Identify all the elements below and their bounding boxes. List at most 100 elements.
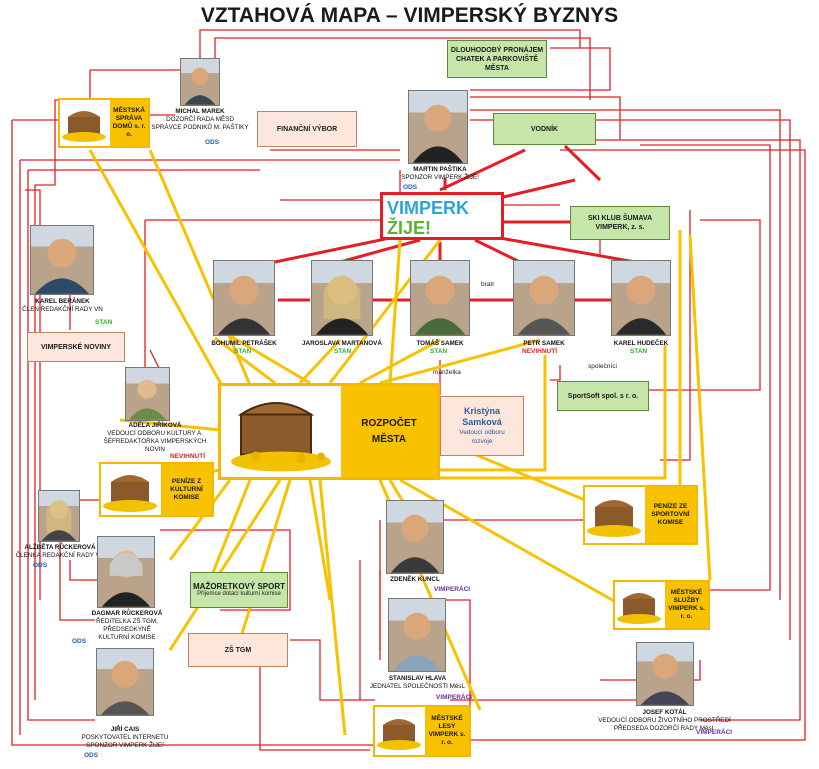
treasure-chest-icon (231, 402, 331, 472)
party-tag: ODS (84, 752, 99, 759)
label-karel-beranek: KAREL BERÁNEK ČLEN REDAKČNÍ RADY VN (15, 298, 110, 314)
person-name: BOHUMIL PETRÁŠEK (211, 340, 277, 347)
person-role: VEDOUCÍ ODBORU KULTURY A. (107, 430, 203, 437)
box-subtitle: Příjemce dotací kulturní komise (197, 591, 281, 597)
relation-spolecnici: společníci (588, 363, 617, 370)
box-caption: MĚSTSKÁ SPRÁVA DOMŮ s. r. o. (110, 100, 148, 146)
party-tag: VIMPERÁCI (434, 586, 471, 593)
vimperk-zije-logo: VIMPERK ŽIJE! (380, 192, 504, 240)
box-mestske-lesy: MĚSTSKÉ LESY VIMPERK s. r. o. (373, 705, 471, 757)
photo-karel-beranek (30, 225, 94, 295)
treasure-chest-icon (587, 500, 641, 537)
page-title: VZTAHOVÁ MAPA – VIMPERSKÝ BYZNYS (200, 4, 619, 27)
relation-manzelka: manželka (433, 369, 461, 376)
person-name: DAGMAR RŮCKEROVÁ (91, 610, 163, 617)
photo-jaroslava-martanova (311, 260, 373, 336)
treasure-chest-icon (103, 474, 157, 512)
treasure-chest-icon (617, 593, 661, 624)
logo-bottom-text: ŽIJE! (387, 217, 431, 237)
person-name: MICHAL MAREK (175, 108, 225, 115)
label-stanislav-hlava: STANISLAV HLAVA JEDNATEL SPOLEČNOSTI Měs… (360, 675, 475, 691)
person-name: MARTIN PAŠTIKA (413, 166, 467, 173)
photo-alzbeta-ruckerova (38, 490, 80, 542)
label-alzbeta-ruckerova: ALŽBĚTA RŮCKEROVÁ ČLENKA REDAKČNÍ RADY V… (15, 544, 105, 560)
box-caption: MĚSTSKÉ SLUŽBY VIMPERK s. r. o. (665, 582, 708, 628)
person-name: JAROSLAVA MARTANOVÁ (302, 340, 382, 347)
treasure-chest-icon (377, 719, 421, 750)
party-tag: NEVIHNUTÍ (170, 453, 206, 460)
party-tag: STAN (234, 348, 252, 355)
box-mestske-sluzby: MĚSTSKÉ SLUŽBY VIMPERK s. r. o. (613, 580, 710, 630)
box-title: MAŽORETKOVÝ SPORT (193, 582, 286, 591)
person-name: ADÉLA JIŘÍKOVÁ (128, 422, 182, 429)
label-josef-kotal: JOSEF KOTÁL VEDOUCÍ ODBORU ŽIVOTNÍHO PRO… (582, 709, 747, 733)
photo-josef-kotal (636, 642, 694, 706)
person-silhouette-icon (34, 238, 90, 294)
person-name: ALŽBĚTA RŮCKEROVÁ (24, 544, 96, 551)
person-silhouette-icon (392, 612, 442, 671)
label-tomas-samek: TOMÁŠ SAMEK (395, 340, 485, 348)
box-caption: PENÍZE Z KULTURNÍ KOMISE (161, 464, 212, 515)
person-silhouette-icon (414, 275, 466, 335)
person-role: ŘEDITELKA ZŠ TGM, PŘEDSEDKYNĚ (96, 618, 158, 633)
budget-label: MĚSTA (371, 433, 407, 445)
person-silhouette-icon (615, 275, 667, 335)
budget-label: ROZPOČET (361, 417, 417, 429)
photo-jiri-cais (96, 648, 154, 716)
kristyna-name: Samková (462, 417, 502, 427)
box-mestska-sprava-domu: MĚSTSKÁ SPRÁVA DOMŮ s. r. o. (58, 98, 150, 148)
logo-top-text: VIMPERK (387, 198, 469, 218)
person-name: STANISLAV HLAVA (388, 675, 447, 682)
photo-bohumil-petrasek (213, 260, 275, 336)
label-michal-marek: MICHAL MAREK DOZORČÍ RADA MĚSD SPRÁVCE P… (150, 108, 250, 132)
party-tag: VIMPERÁCI (436, 694, 473, 701)
person-role: ČLENKA REDAKČNÍ RADY VN (15, 552, 105, 559)
photo-tomas-samek (410, 260, 470, 336)
photo-dagmar-ruckerova (97, 536, 155, 608)
person-silhouette-icon (412, 104, 464, 163)
person-name: KAREL HUDEČEK (613, 340, 669, 347)
person-name: JIŘÍ CAIS (110, 726, 140, 733)
photo-stanislav-hlava (388, 598, 446, 672)
person-name: KAREL BERÁNEK (35, 298, 90, 305)
label-jiri-cais: JIŘÍ CAIS POSKYTOVATEL INTERNETU SPONZOR… (75, 726, 175, 750)
label-jaroslava-martanova: JAROSLAVA MARTANOVÁ (292, 340, 392, 348)
label-martin-pastika: MARTIN PAŠTIKA SPONZOR VIMPERK ŽIJE! (395, 166, 485, 182)
person-name: PETR SAMEK (523, 340, 565, 347)
person-role: JEDNATEL SPOLEČNOSTI MěsL (369, 683, 466, 690)
box-penize-sportovni-komise: PENÍZE ZE SPORTOVNÍ KOMISE (583, 485, 698, 545)
photo-michal-marek (180, 58, 220, 106)
party-tag: ODS (205, 139, 220, 146)
box-vodnik: VODNÍK (493, 113, 596, 145)
party-tag: STAN (334, 348, 352, 355)
person-silhouette-icon (315, 275, 369, 335)
person-name: JOSEF KOTÁL (642, 709, 687, 716)
person-role: NOVIN (145, 446, 165, 453)
box-zs-tgm: ZŠ TGM (188, 633, 288, 667)
person-role: SPONZOR VIMPERK ŽIJE! (401, 174, 479, 181)
label-petr-samek: PETR SAMEK (500, 340, 588, 348)
photo-karel-hudecek (611, 260, 671, 336)
box-financni-vybor: FINANČNÍ VÝBOR (257, 111, 357, 147)
photo-petr-samek (513, 260, 575, 336)
budget-box: ROZPOČET MĚSTA (218, 383, 440, 480)
party-tag: NEVIHNUTÍ (522, 348, 558, 355)
party-tag: STAN (95, 319, 113, 326)
label-adela-jirikova: ADÉLA JIŘÍKOVÁ VEDOUCÍ ODBORU KULTURY A.… (100, 422, 210, 454)
label-bohumil-petrasek: BOHUMIL PETRÁŠEK (200, 340, 288, 348)
box-caption: PENÍZE ZE SPORTOVNÍ KOMISE (645, 487, 696, 543)
party-tag: STAN (430, 348, 448, 355)
vimperk-zije-logo-icon: VIMPERK ŽIJE! (387, 198, 469, 237)
box-vimperske-noviny: VIMPERSKÉ NOVINY (27, 332, 125, 362)
person-role: SPRÁVCE PODNIKŮ M. PAŠTIKY (151, 124, 249, 131)
party-tag: ODS (403, 184, 418, 191)
box-penize-kulturni-komise: PENÍZE Z KULTURNÍ KOMISE (99, 462, 214, 517)
person-role: ŠÉFREDAKTORKA VIMPERSKÝCH (103, 438, 207, 445)
photo-martin-pastika (408, 90, 468, 164)
person-role: KULTURNÍ KOMISE (98, 634, 156, 641)
person-role: VEDOUCÍ ODBORU ŽIVOTNÍHO PROSTŘEDÍ (598, 717, 731, 724)
label-zdenek-kuncl: ZDENĚK KUNCL (375, 576, 455, 584)
person-silhouette-icon (100, 660, 150, 715)
party-tag: ODS (33, 562, 48, 569)
party-tag: STAN (630, 348, 648, 355)
